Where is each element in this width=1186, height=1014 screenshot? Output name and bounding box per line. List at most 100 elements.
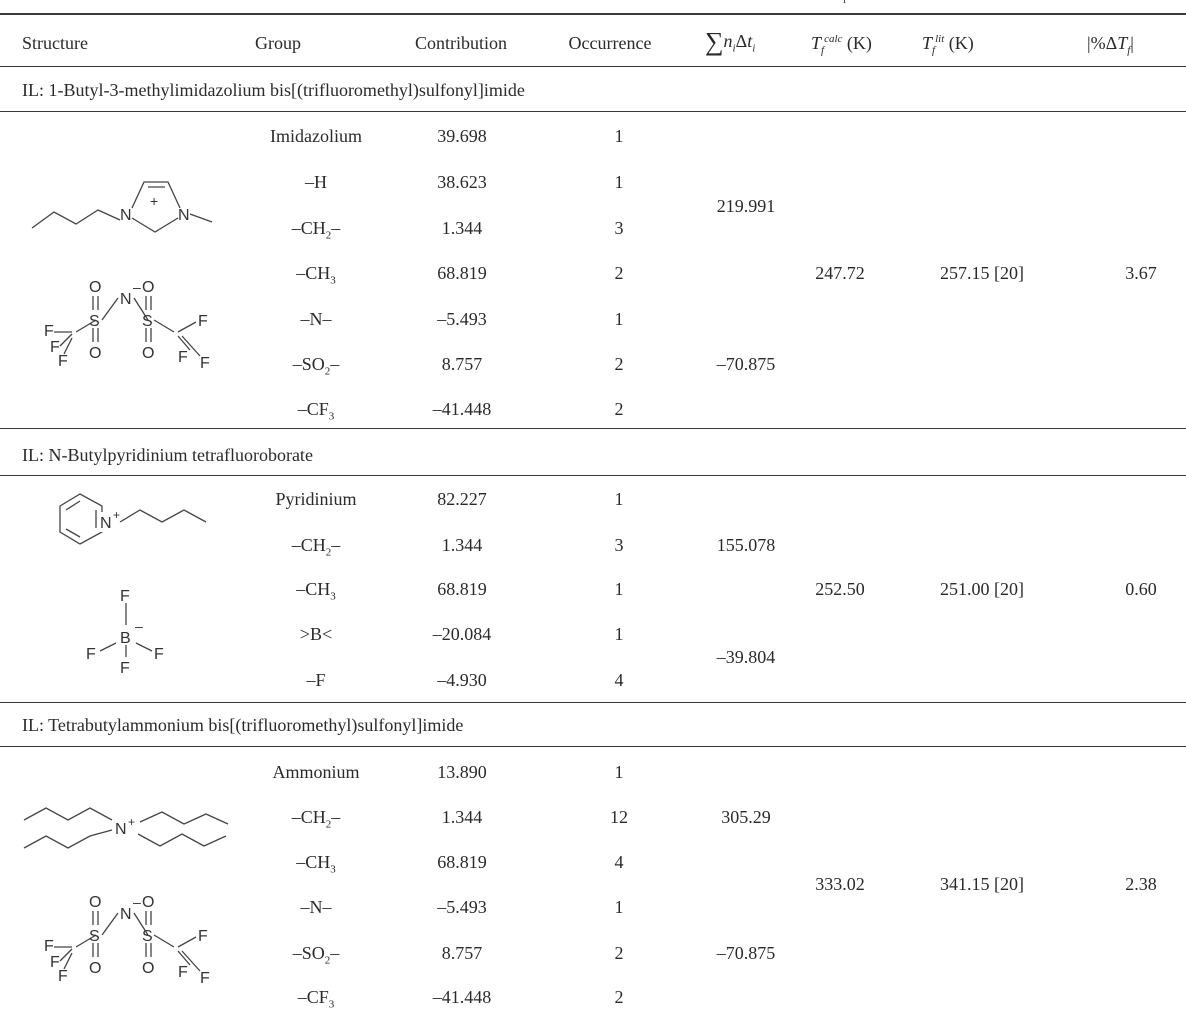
group-cell: –SO2– xyxy=(292,943,340,967)
section-rule xyxy=(0,702,1186,703)
t-calc-cell: 333.02 xyxy=(815,874,865,894)
butyl-chain xyxy=(119,509,207,523)
occurrence-cell: 1 xyxy=(614,172,624,192)
group-cell: –N– xyxy=(300,897,332,917)
contribution-cell: 8.757 xyxy=(441,943,483,963)
occurrence-cell: 1 xyxy=(614,897,624,917)
tcalc-sup: calc xyxy=(824,33,843,45)
tcalc-sub: f xyxy=(821,44,825,57)
pct-pre: |%Δ xyxy=(1087,33,1118,53)
svg-text:+: + xyxy=(128,815,135,829)
tlit-sub: f xyxy=(932,44,936,57)
svg-text:N: N xyxy=(120,291,132,308)
pct-post: | xyxy=(1130,33,1134,53)
svg-text:S: S xyxy=(89,313,100,330)
group-cell: –CH3 xyxy=(296,579,336,603)
svg-text:F: F xyxy=(154,646,164,663)
occurrence-cell: 1 xyxy=(614,579,624,599)
header-tcalc: Tfcalc (K) xyxy=(811,32,872,57)
header-contribution: Contribution xyxy=(414,33,508,53)
contribution-cell: –41.448 xyxy=(432,987,492,1007)
svg-text:S: S xyxy=(142,928,153,945)
svg-text:–: – xyxy=(135,618,143,634)
occurrence-cell: 4 xyxy=(614,670,624,690)
svg-text:F: F xyxy=(200,970,210,987)
occurrence-cell: 2 xyxy=(614,263,624,283)
header-sum: ∑niΔti xyxy=(705,27,756,56)
svg-text:F: F xyxy=(200,355,210,372)
pyridinium-cation-structure: N + xyxy=(59,493,207,545)
sum-t: t xyxy=(747,31,753,51)
header-pct: |%ΔTf| xyxy=(1087,32,1134,56)
plus-label: + xyxy=(150,193,158,209)
pct-cell: 3.67 xyxy=(1125,263,1157,283)
contribution-cell: –41.448 xyxy=(432,399,492,419)
contribution-cell: –4.930 xyxy=(437,670,487,690)
svg-text:F: F xyxy=(178,964,188,981)
svg-text:O: O xyxy=(89,279,101,296)
sum-i2: i xyxy=(752,42,756,55)
sum-anion-cell: –39.804 xyxy=(716,647,776,667)
sum-symbol: ∑ xyxy=(705,27,724,56)
svg-text:O: O xyxy=(89,894,101,911)
tlit-T: T xyxy=(922,33,933,53)
section-title: IL: N-Butylpyridinium tetrafluoroborate xyxy=(22,445,313,465)
group-cell: Ammonium xyxy=(272,762,360,782)
contribution-cell: 1.344 xyxy=(441,218,483,238)
svg-text:+: + xyxy=(113,508,120,522)
svg-text:N: N xyxy=(120,906,132,923)
sum-anion-cell: –70.875 xyxy=(716,943,776,963)
n-label: N xyxy=(120,207,132,224)
svg-text:F: F xyxy=(50,339,60,356)
group-cell: –CH3 xyxy=(296,263,336,287)
tcalc-unit: (K) xyxy=(842,33,872,53)
group-cell: –F xyxy=(306,670,326,690)
svg-text:F: F xyxy=(58,968,68,985)
group-cell: –CH2– xyxy=(291,807,341,831)
header-rule xyxy=(0,66,1186,67)
svg-text:F: F xyxy=(120,660,130,677)
svg-text:S: S xyxy=(142,313,153,330)
tcalc-T: T xyxy=(811,33,822,53)
pct-cell: 0.60 xyxy=(1125,579,1157,599)
svg-text:O: O xyxy=(89,345,101,362)
contribution-cell: 68.819 xyxy=(437,852,487,872)
header-tlit: Tflit (K) xyxy=(922,32,974,57)
svg-text:S: S xyxy=(89,928,100,945)
svg-text:N: N xyxy=(100,515,112,532)
svg-text:F: F xyxy=(44,938,54,955)
sum-n: n xyxy=(723,31,733,51)
imidazolium-cation-structure: N N + xyxy=(31,181,213,233)
bistriflimide-anion-structure: O S O N – O S O F F F F F F xyxy=(44,279,210,372)
occurrence-cell: 1 xyxy=(614,489,624,509)
contribution-cell: 82.227 xyxy=(437,489,487,509)
contribution-cell: 1.344 xyxy=(441,807,483,827)
svg-text:O: O xyxy=(142,894,154,911)
group-cell: –SO2– xyxy=(292,354,340,378)
occurrence-cell: 1 xyxy=(614,309,624,329)
n-label: N xyxy=(178,207,190,224)
occurrence-cell: 1 xyxy=(614,126,624,146)
ring-bottom xyxy=(131,217,179,233)
svg-text:O: O xyxy=(142,279,154,296)
occurrence-cell: 1 xyxy=(614,762,624,782)
occurrence-cell: 2 xyxy=(614,399,624,419)
group-cell: >B< xyxy=(299,624,333,644)
t-lit-cell: 251.00 [20] xyxy=(940,579,1024,599)
sum-anion-cell: –70.875 xyxy=(716,354,776,374)
header-group: Group xyxy=(255,33,301,53)
group-cell: Pyridinium xyxy=(275,489,357,509)
tlit-unit: (K) xyxy=(944,33,974,53)
group-cell: –H xyxy=(305,172,327,192)
svg-text:F: F xyxy=(58,353,68,370)
svg-text:F: F xyxy=(44,323,54,340)
t-calc-cell: 247.72 xyxy=(815,263,865,283)
sum-delta: Δ xyxy=(735,31,748,51)
ring-top xyxy=(131,181,181,209)
header-structure: Structure xyxy=(22,33,88,53)
methyl-bond xyxy=(189,213,213,223)
tlit-sup: lit xyxy=(935,33,945,45)
contribution-cell: –5.493 xyxy=(437,897,487,917)
section-rule xyxy=(0,428,1186,429)
